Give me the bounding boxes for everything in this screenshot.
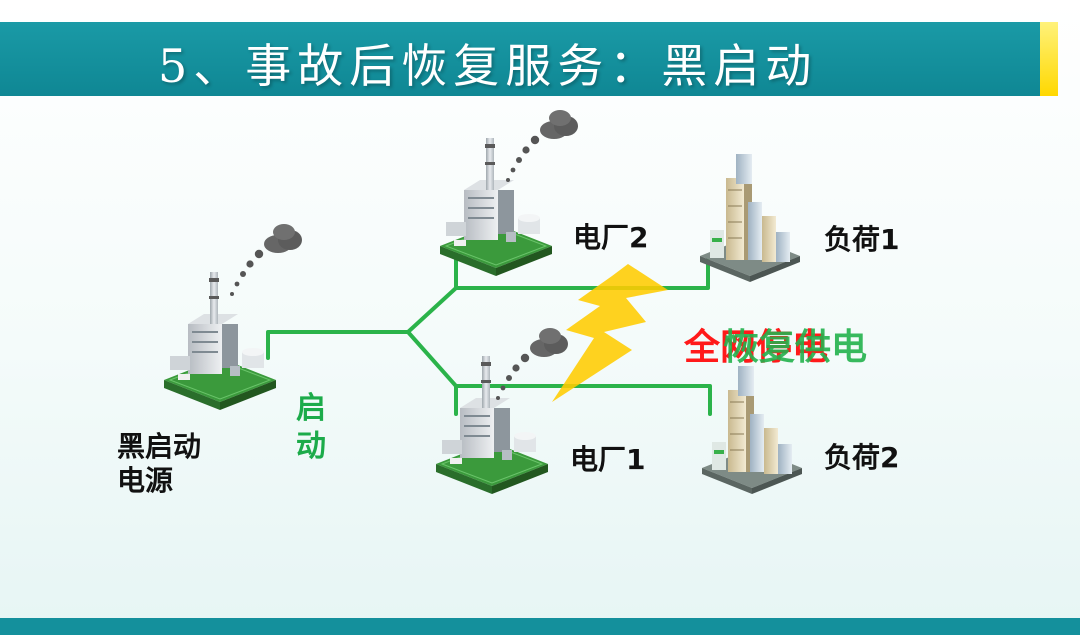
plant1-label: 电厂1 — [570, 443, 646, 476]
line-junction-to-plant2 — [406, 256, 458, 334]
footer-bar — [0, 618, 1080, 635]
plant2-label: 电厂2 — [573, 221, 649, 254]
title-bar — [0, 22, 1040, 96]
lightning-icon — [552, 264, 668, 402]
plant2-icon — [439, 137, 553, 277]
start-label: 启动 — [296, 391, 326, 464]
black-start-source-label: 黑启动 电源 — [117, 430, 201, 498]
slide-title: 5、事故后恢复服务：黑启动 — [158, 39, 818, 93]
transmission-lines — [266, 256, 712, 416]
black-start-plant-icon — [163, 271, 277, 411]
load2-city-icon — [701, 365, 803, 495]
smoke-icon — [230, 224, 302, 296]
black-start-source-line1: 黑启动 — [117, 430, 202, 463]
smoke-icon — [496, 328, 568, 400]
restored-status-text: 恢复供电 — [723, 327, 868, 368]
title-accent-bar — [1040, 22, 1058, 96]
load2-label: 负荷2 — [824, 441, 900, 474]
smoke-icon — [506, 110, 578, 182]
load1-label: 负荷1 — [824, 223, 900, 256]
line-source-to-junction — [266, 330, 410, 360]
line-junction-to-plant1 — [406, 330, 458, 416]
load1-city-icon — [699, 153, 801, 283]
line-plant2-to-load1 — [454, 256, 710, 290]
black-start-source-line2: 电源 — [117, 464, 174, 497]
line-plant1-to-load2 — [454, 384, 712, 416]
blackout-status-text: 全网停电 — [684, 327, 829, 368]
plant1-icon — [435, 355, 549, 495]
